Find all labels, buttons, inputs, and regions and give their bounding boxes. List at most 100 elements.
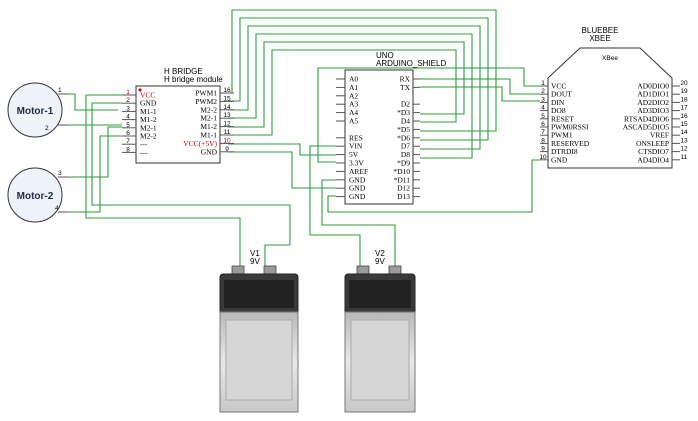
xbee-right-pin-name: AD2DIO2: [637, 98, 669, 107]
uno-left-pin-14[interactable]: GND: [336, 192, 366, 201]
arduino-uno[interactable]: UNO ARDUINO_SHIELD A0A1A2A3A4A5RESVIN5V3…: [336, 51, 446, 205]
xbee-left-pin-number: 4: [541, 105, 545, 112]
uno-left-pin-0[interactable]: A0: [336, 75, 358, 84]
uno-right-pin-5[interactable]: D4: [401, 117, 420, 126]
h-bridge-module[interactable]: H BRIDGE H bridge module VCC1GND2M1-13M1…: [122, 67, 234, 164]
uno-right-pin-10[interactable]: *D9: [397, 159, 420, 168]
uno-right-pin-4[interactable]: *D3: [397, 108, 420, 117]
hbridge-right-pin-number: 14: [223, 104, 231, 111]
uno-left-pin-4[interactable]: A4: [336, 108, 358, 117]
hbridge-right-pin-6[interactable]: VCC(+5V)10: [183, 137, 234, 148]
uno-right-pin-3[interactable]: D2: [401, 100, 420, 109]
uno-left-pin-name: A0: [349, 75, 358, 84]
uno-right-pin-11[interactable]: *D10: [393, 167, 420, 176]
uno-left-pin-3[interactable]: A3: [336, 100, 358, 109]
hbridge-left-pin-6[interactable]: ---7: [122, 138, 148, 149]
uno-right-pin-1[interactable]: TX: [400, 83, 420, 92]
hbridge-left-pin-7[interactable]: ---8: [122, 146, 148, 157]
xbee-inner-label: XBee: [602, 55, 618, 62]
uno-right-pin-6[interactable]: *D5: [397, 125, 420, 134]
hbridge-right-pin-0[interactable]: PWM1 16: [195, 87, 234, 98]
hbridge-right-pin-name: M1-2: [200, 122, 217, 131]
hbridge-right-pin-name: PWM1: [195, 89, 217, 98]
uno-left-pin-1[interactable]: A1: [336, 83, 358, 92]
uno-left-pin-name: A1: [349, 83, 358, 92]
uno-right-pin-0[interactable]: RX: [400, 75, 420, 84]
xbee-module[interactable]: BLUEBEE XBEE XBee VCC1DOUT2DIN3DO84RESET…: [539, 26, 688, 169]
uno-left-pin-5[interactable]: A5: [336, 117, 358, 126]
motor-1[interactable]: Motor-1 1 2: [7, 82, 68, 138]
uno-left-pin-name: GND: [349, 175, 366, 184]
hbridge-subtitle: H bridge module: [164, 75, 223, 84]
uno-left-pin-12[interactable]: GND: [336, 175, 366, 184]
uno-left-pin-8[interactable]: VIN: [336, 142, 363, 151]
battery-v2[interactable]: V2 9V: [344, 249, 416, 413]
uno-left-pin-10[interactable]: 3.3V: [336, 159, 364, 168]
xbee-left-pin-name: DIN: [551, 98, 565, 107]
uno-left-pin-7[interactable]: RES: [336, 133, 363, 142]
uno-right-pin-8[interactable]: D7: [401, 142, 420, 151]
hbridge-left-pin-number: 5: [126, 122, 130, 129]
xbee-right-pin-number: 15: [680, 121, 688, 128]
uno-right-pin-9[interactable]: D8: [401, 150, 420, 159]
hbridge-left-pin-number: 1: [126, 89, 130, 96]
uno-left-pin-11[interactable]: AREF: [336, 167, 368, 176]
wire-motor2-a: [68, 126, 122, 178]
uno-left-pin-9[interactable]: 5V: [336, 150, 359, 159]
hbridge-right-pin-number: 11: [224, 129, 231, 136]
uno-right-pin-7[interactable]: *D6: [397, 133, 420, 142]
wire-pwm2: [228, 17, 489, 141]
battery-v1[interactable]: V1 9V: [219, 249, 299, 413]
uno-left-pin-13[interactable]: GND: [336, 184, 366, 193]
hbridge-left-pin-0[interactable]: VCC 1: [122, 89, 155, 100]
hbridge-left-pin-2[interactable]: M1-13: [122, 105, 157, 116]
motor-2-label: Motor-2: [17, 191, 54, 202]
uno-left-pin-2[interactable]: A2: [336, 91, 358, 100]
hbridge-left-pin-5[interactable]: M2-26: [122, 130, 157, 141]
uno-right-pin-14[interactable]: D13: [397, 192, 420, 201]
hbridge-left-pin-name: VCC: [140, 91, 155, 100]
wire-motor2-b: [68, 135, 122, 213]
uno-right-pin-13[interactable]: D12: [397, 184, 420, 193]
xbee-right-pin-name: AD4DIO4: [637, 155, 669, 164]
xbee-right-pin-number: 18: [680, 96, 688, 103]
uno-left-pin-name: GND: [349, 192, 366, 201]
hbridge-left-pin-4[interactable]: M2-15: [122, 122, 157, 133]
hbridge-right-pin-number: 16: [223, 87, 231, 94]
xbee-right-pin-2[interactable]: AD2DIO2 18: [637, 96, 688, 107]
uno-left-pin-name: VIN: [349, 142, 363, 151]
xbee-left-pin-name: RESET: [551, 114, 574, 123]
hbridge-left-pin-3[interactable]: M1-24: [122, 114, 157, 125]
uno-right-pin-12[interactable]: *D11: [394, 175, 420, 184]
motor-2[interactable]: Motor-2 3 4: [7, 167, 68, 223]
